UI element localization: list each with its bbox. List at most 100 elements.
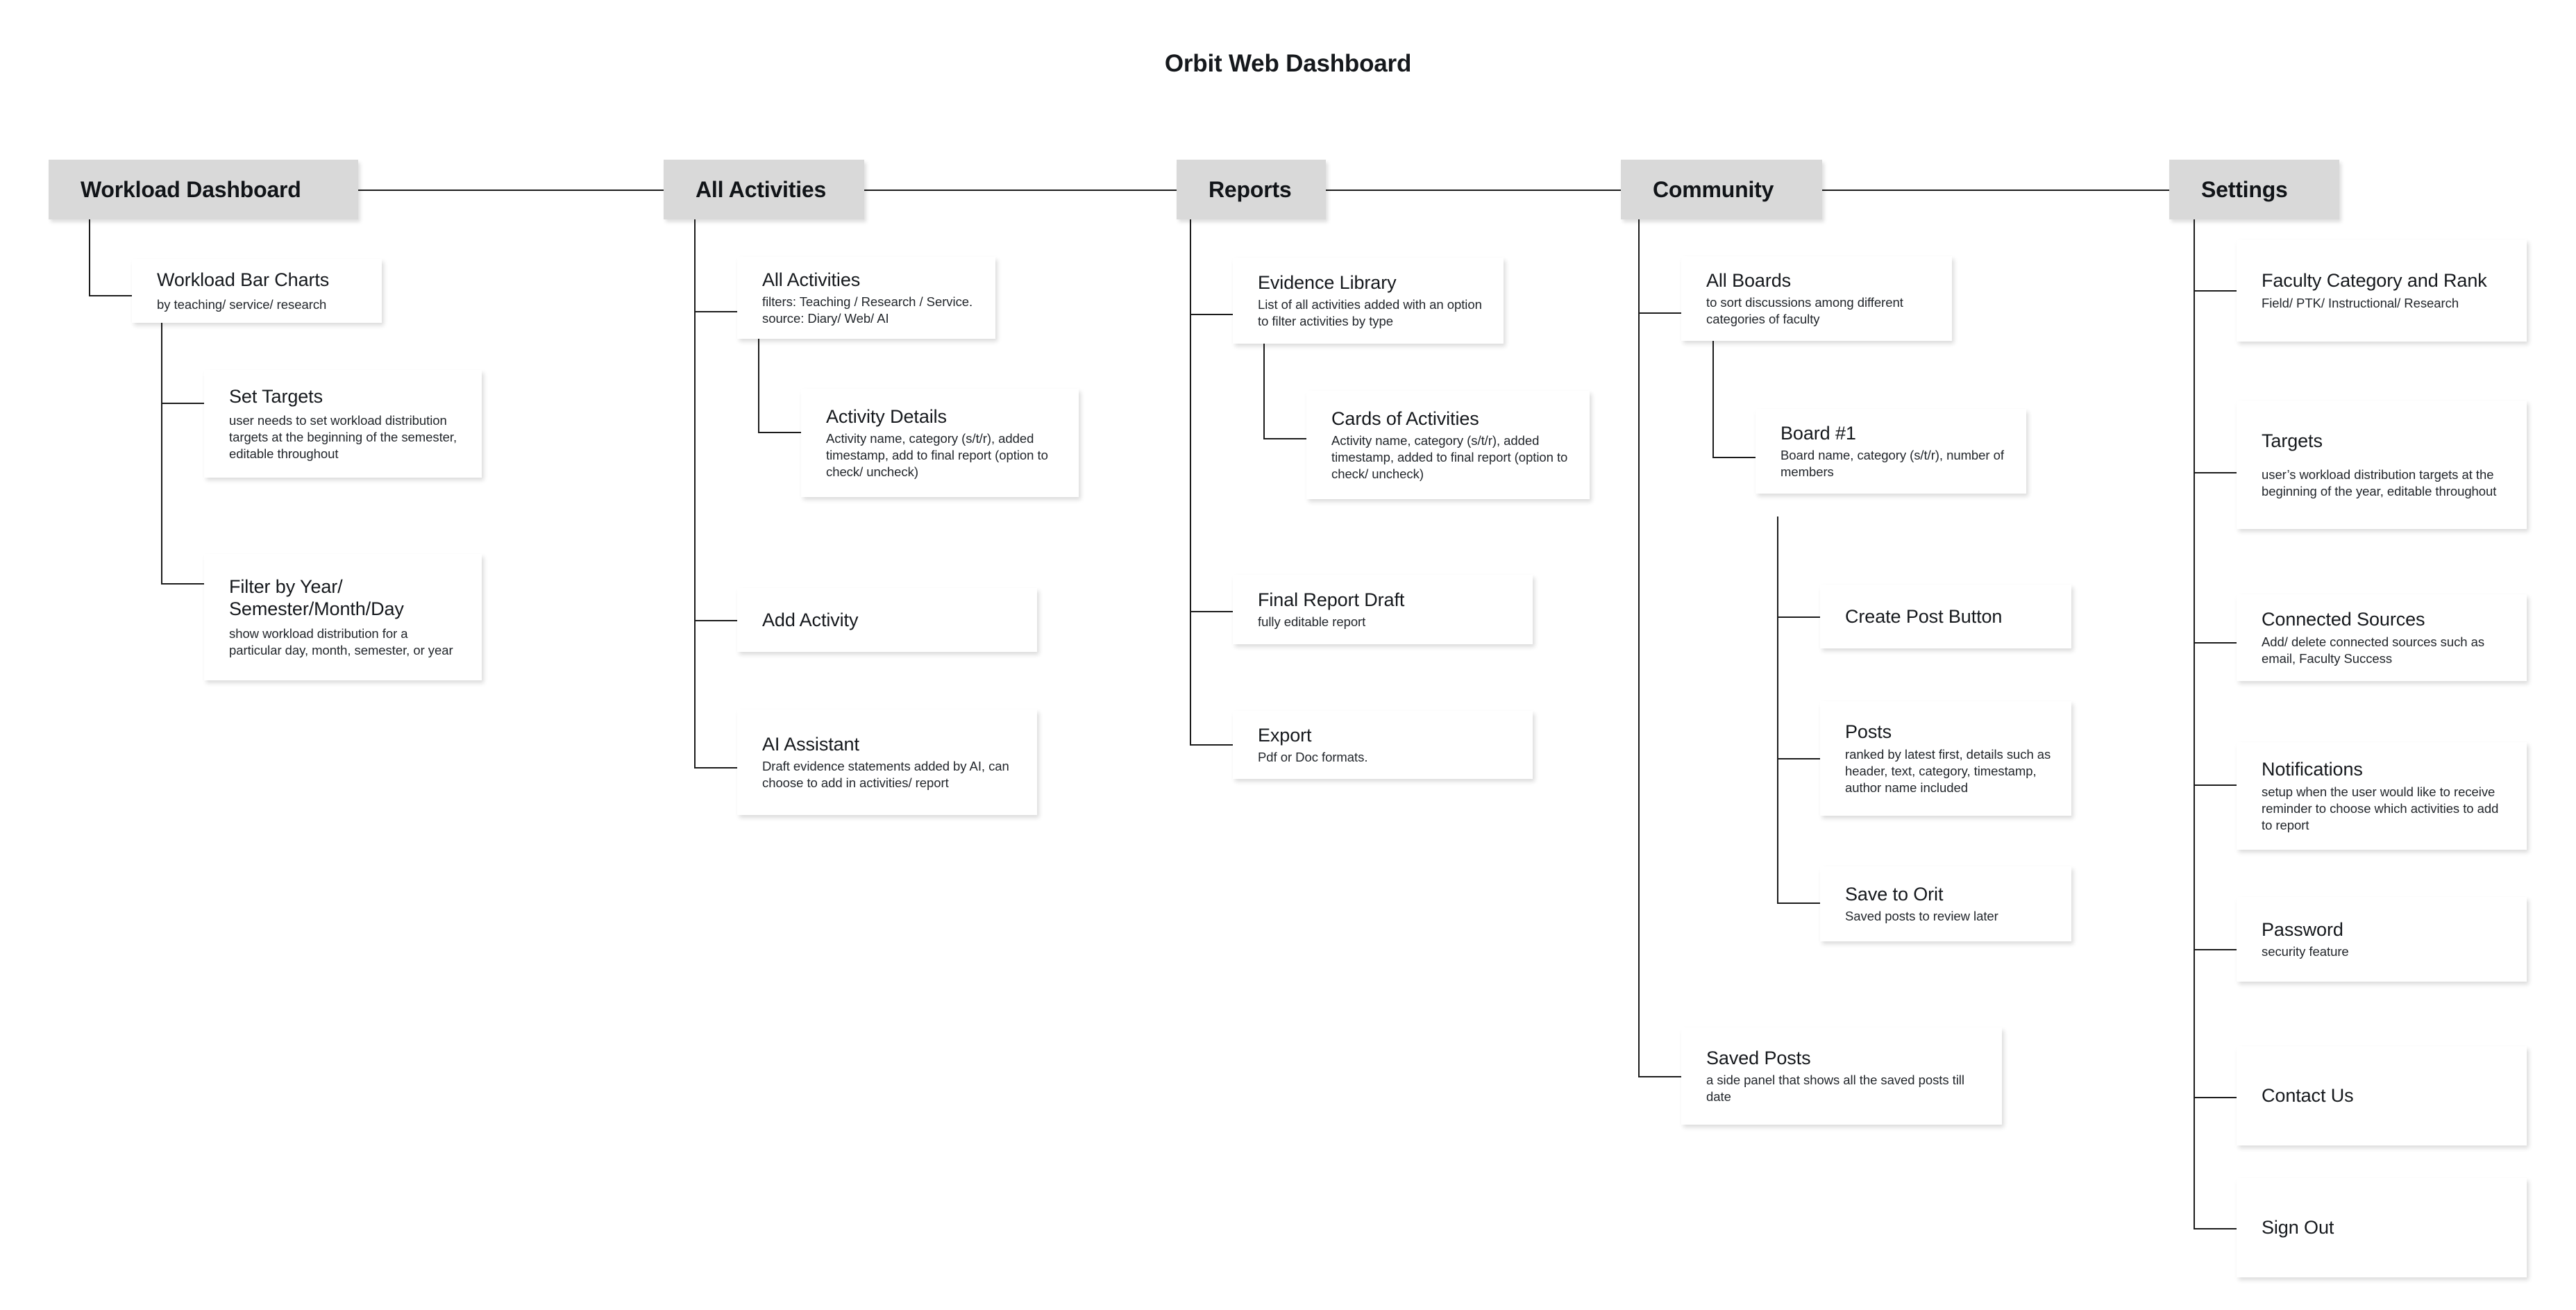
connector-ai-assistant [694, 767, 737, 769]
node-title: Create Post Button [1845, 605, 2003, 627]
node-desc: filters: Teaching / Research / Service. … [762, 294, 973, 326]
connector-activities-trunk [694, 219, 696, 768]
node-all-activities-list[interactable]: All Activities filters: Teaching / Resea… [737, 257, 995, 339]
node-desc: show workload distribution for a particu… [229, 626, 453, 658]
node-desc: Saved posts to review later [1845, 909, 1998, 924]
connector-activity-details [758, 432, 801, 433]
node-title: Faculty Category and Rank [2262, 270, 2487, 292]
node-notifications[interactable]: Notifications setup when the user would … [2237, 742, 2527, 850]
connector-community-trunk [1638, 219, 1640, 1077]
node-set-targets[interactable]: Set Targets user needs to set workload d… [204, 370, 482, 478]
node-desc: setup when the user would like to receiv… [2262, 784, 2499, 832]
section-header-community[interactable]: Community [1621, 160, 1822, 219]
connector-evidence-library [1190, 314, 1233, 315]
node-desc: Activity name, category (s/t/r), added t… [826, 431, 1048, 480]
node-desc: user’s workload distribution targets at … [2262, 467, 2497, 498]
node-title: Final Report Draft [1258, 589, 1405, 610]
connector-board-1-trunk [1712, 340, 1714, 458]
section-header-label: Settings [2201, 176, 2288, 202]
connector-notifications [2194, 784, 2237, 786]
section-header-label: Reports [1209, 176, 1292, 202]
connector-set-targets [161, 403, 204, 404]
node-title: Board #1 [1781, 422, 1856, 444]
connector-workload-trunk [89, 219, 90, 296]
connector-filter-by-period [161, 583, 204, 585]
node-ai-assistant[interactable]: AI Assistant Draft evidence statements a… [737, 709, 1037, 815]
connector-sign-out [2194, 1228, 2237, 1229]
node-title: Contact Us [2262, 1085, 2354, 1107]
node-title: Filter by Year/ Semester/Month/Day [229, 576, 404, 620]
connector-reports-trunk [1190, 219, 1191, 745]
node-save-to-orit[interactable]: Save to Orit Saved posts to review later [1820, 866, 2071, 941]
node-title: Workload Bar Charts [157, 269, 330, 291]
node-desc: by teaching/ service/ research [157, 296, 327, 312]
section-header-label: Workload Dashboard [81, 176, 301, 202]
connector-workload-bar-charts [89, 295, 132, 296]
connector-contact-us [2194, 1097, 2237, 1098]
connector-posts [1777, 758, 1820, 759]
connector-all-activities-list [694, 311, 737, 312]
node-title: All Activities [762, 269, 861, 290]
node-title: Save to Orit [1845, 883, 1944, 905]
node-title: Targets [2262, 430, 2323, 452]
node-title: All Boards [1706, 269, 1792, 291]
connector-save-to-orit [1777, 902, 1820, 904]
node-filter-by-period[interactable]: Filter by Year/ Semester/Month/Day show … [204, 554, 482, 680]
node-add-activity[interactable]: Add Activity [737, 588, 1037, 652]
spine-connector-3 [1326, 190, 1621, 191]
node-title: Evidence Library [1258, 271, 1397, 293]
spine-connector-1 [358, 190, 664, 191]
section-header-all-activities[interactable]: All Activities [664, 160, 864, 219]
section-header-settings[interactable]: Settings [2169, 160, 2339, 219]
connector-connected-sources [2194, 642, 2237, 644]
spine-connector-4 [1822, 190, 2169, 191]
node-title: Connected Sources [2262, 609, 2425, 630]
connector-cards-of-activities [1263, 438, 1306, 439]
node-activity-details[interactable]: Activity Details Activity name, category… [801, 389, 1079, 497]
section-header-label: All Activities [696, 176, 827, 202]
node-title: Posts [1845, 721, 1892, 743]
connector-faculty-category-and-rank [2194, 290, 2237, 292]
section-header-workload-dashboard[interactable]: Workload Dashboard [49, 160, 358, 219]
node-all-boards[interactable]: All Boards to sort discussions among dif… [1681, 256, 1952, 341]
node-faculty-category-and-rank[interactable]: Faculty Category and Rank Field/ PTK/ In… [2237, 240, 2527, 342]
node-contact-us[interactable]: Contact Us [2237, 1046, 2527, 1145]
node-title: Password [2262, 918, 2343, 940]
connector-cards-of-activities-trunk [1263, 344, 1265, 439]
node-final-report-draft[interactable]: Final Report Draft fully editable report [1233, 575, 1533, 644]
connector-workload-subtrunk [161, 323, 162, 584]
section-header-label: Community [1653, 176, 1774, 202]
node-sign-out[interactable]: Sign Out [2237, 1178, 2527, 1277]
node-desc: Board name, category (s/t/r), number of … [1781, 448, 2004, 480]
node-desc: fully editable report [1258, 614, 1366, 630]
connector-create-post-button [1777, 616, 1820, 618]
connector-password [2194, 949, 2237, 950]
connector-board-1 [1712, 457, 1756, 458]
node-desc: Add/ delete connected sources such as em… [2262, 634, 2485, 666]
section-header-reports[interactable]: Reports [1177, 160, 1326, 219]
node-posts[interactable]: Posts ranked by latest first, details su… [1820, 701, 2071, 816]
node-desc: List of all activities added with an opt… [1258, 297, 1482, 329]
node-workload-bar-charts[interactable]: Workload Bar Charts by teaching/ service… [132, 259, 382, 323]
node-create-post-button[interactable]: Create Post Button [1820, 585, 2071, 648]
node-board-1[interactable]: Board #1 Board name, category (s/t/r), n… [1756, 409, 2026, 494]
connector-add-activity [694, 620, 737, 621]
node-desc: to sort discussions among different cate… [1706, 295, 1903, 327]
connector-all-boards [1638, 312, 1681, 314]
node-desc: Draft evidence statements added by AI, c… [762, 759, 1009, 791]
node-password[interactable]: Password security feature [2237, 897, 2527, 982]
node-evidence-library[interactable]: Evidence Library List of all activities … [1233, 258, 1504, 344]
node-export[interactable]: Export Pdf or Doc formats. [1233, 711, 1533, 779]
node-cards-of-activities[interactable]: Cards of Activities Activity name, categ… [1306, 391, 1590, 499]
page-title: Orbit Web Dashboard [1164, 50, 1412, 77]
node-desc: Field/ PTK/ Instructional/ Research [2262, 295, 2459, 310]
node-saved-posts[interactable]: Saved Posts a side panel that shows all … [1681, 1027, 2002, 1125]
node-title: Cards of Activities [1331, 408, 1479, 429]
node-targets[interactable]: Targets user’s workload distribution tar… [2237, 401, 2527, 529]
connector-board-children-trunk [1777, 517, 1778, 904]
connector-settings-trunk [2194, 219, 2195, 1229]
node-connected-sources[interactable]: Connected Sources Add/ delete connected … [2237, 594, 2527, 681]
node-desc: security feature [2262, 944, 2349, 959]
connector-saved-posts [1638, 1076, 1681, 1077]
node-title: Saved Posts [1706, 1047, 1811, 1068]
